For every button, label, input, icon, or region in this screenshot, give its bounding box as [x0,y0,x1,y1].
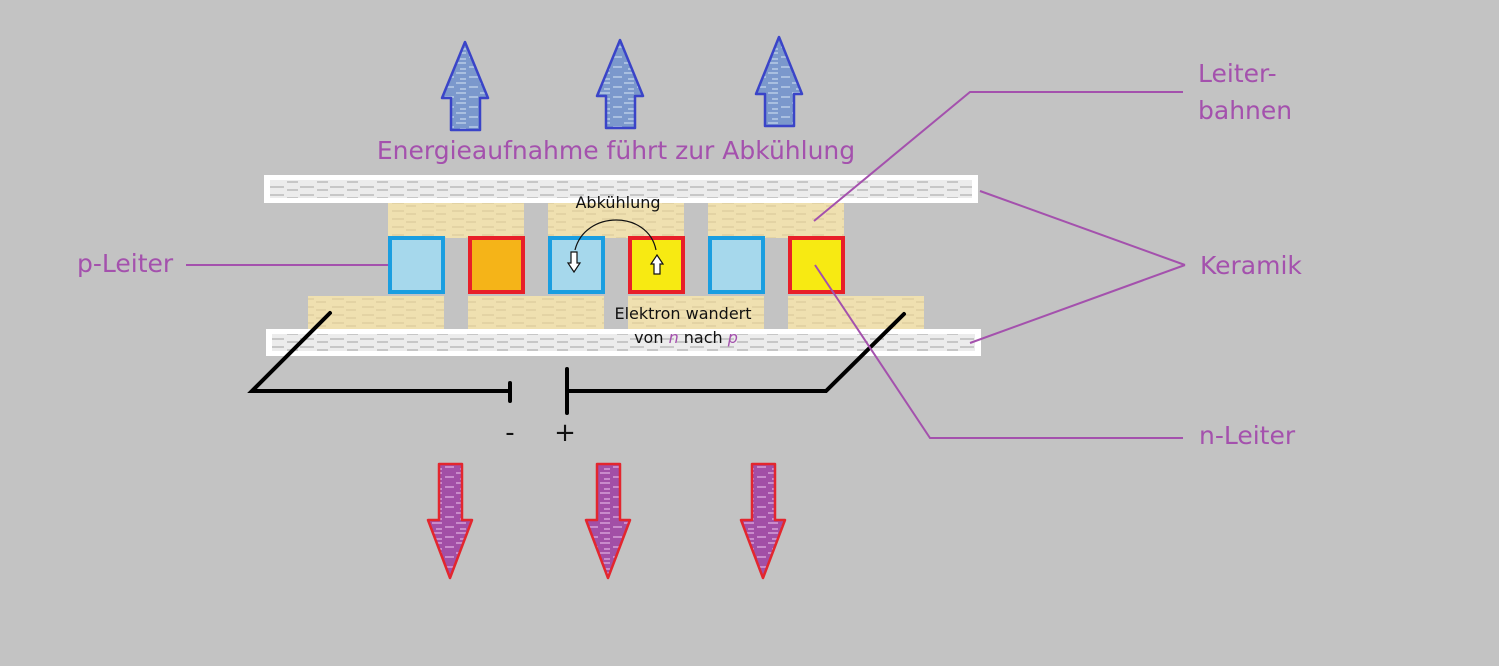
n-symbol: n [669,328,679,347]
heat-down-arrows [426,462,787,580]
p-conductor-block [388,236,445,294]
semiconductor-row [388,236,845,294]
top-conductor-traces [388,203,844,238]
down-arrow-icon [426,462,474,580]
up-arrow-icon [595,38,645,130]
plus-terminal: + [554,418,576,448]
cooling-curve-arrow [574,219,657,251]
heat-up-arrows [440,35,804,132]
p-symbol: p [727,328,738,347]
traces-label-line2: bahnen [1198,96,1292,125]
top-trace [388,203,524,238]
callout-lines [186,91,1186,439]
traces-label-line1: Leiter- [1198,59,1277,88]
up-arrow-icon [440,40,490,132]
down-small-arrow-icon [566,251,582,274]
electron-label-line2: von n nach p [634,328,738,347]
down-arrow-icon [584,462,632,580]
ceramic-callout-bottom [969,264,1186,344]
down-arrow-icon [739,462,787,580]
top-trace [708,203,844,238]
bottom-trace [788,296,924,329]
traces-callout [813,91,1183,222]
up-arrow-icon [754,35,804,128]
n-conductor-callout [814,264,1183,439]
top-ceramic-texture [270,180,972,198]
minus-terminal: - [505,418,514,448]
ceramic-callout-top [979,190,1186,266]
bottom-trace [628,296,764,329]
n-conductor-block [468,236,525,294]
p-conductor-label: p-Leiter [77,249,174,278]
p-conductor-block [708,236,765,294]
up-small-arrow-icon [649,253,665,275]
bottom-ceramic-texture [272,334,975,351]
n-conductor-block [788,236,845,294]
bottom-trace [468,296,604,329]
n-conductor-label: n-Leiter [1199,421,1296,450]
ceramic-label: Keramik [1200,251,1302,280]
diagram-heading: Energieaufnahme führt zur Abkühlung [377,136,855,165]
cooling-label: Abkühlung [575,193,660,212]
bottom-conductor-traces [308,296,924,329]
circuit-wire [247,311,906,415]
electron-label-line1: Elektron wandert [614,304,751,323]
